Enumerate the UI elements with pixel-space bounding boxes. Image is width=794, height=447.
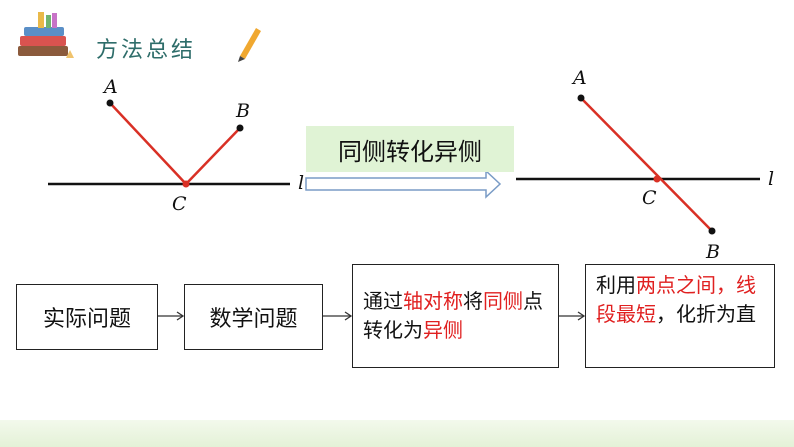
flow-box-math-problem: 数学问题 [184,284,323,350]
pencil-icon [238,28,261,62]
right-figure: A B C l [516,67,774,263]
flow-arrow-3 [559,311,586,321]
right-point-a [577,94,585,102]
flow-arrows [158,311,586,321]
flow-box-symmetry-text: 通过轴对称将同侧点转化为异侧 [363,289,543,342]
right-segment-ab [580,97,713,232]
right-point-b [708,227,716,235]
flow-box-shortest-path-text: 利用两点之间，线段最短，化折为直 [596,273,756,326]
flow-box-symmetry: 通过轴对称将同侧点转化为异侧 [352,264,559,368]
page-title: 方法总结 [96,38,197,63]
left-label-b: B [235,100,250,122]
left-point-b [236,124,244,132]
left-segment-cb [185,127,241,185]
right-label-b: B [705,241,720,263]
right-label-a: A [571,67,587,89]
left-label-l: l [298,172,304,194]
footer-band [0,420,794,447]
header: 方法总结 [10,10,270,70]
left-point-a [106,99,114,107]
transform-arrow [305,169,502,199]
left-segment-ac [109,102,187,185]
left-label-a: A [102,76,118,98]
flow-box-real-problem-text: 实际问题 [42,307,131,332]
flow-box-math-problem-text: 数学问题 [209,307,298,332]
left-point-c [182,180,190,188]
flow-box-real-problem: 实际问题 [16,284,158,350]
flow-arrow-2 [323,311,353,321]
flow-box-shortest-path: 利用两点之间，线段最短，化折为直 [585,264,775,368]
right-point-c [653,175,661,183]
right-label-c: C [642,187,657,209]
left-figure: A B C l [48,76,304,215]
transform-label: 同侧转化异侧 [306,126,514,172]
left-label-c: C [172,193,187,215]
books-pencil-icon [18,12,74,58]
right-label-l: l [768,168,774,190]
flow-arrow-1 [158,311,185,321]
